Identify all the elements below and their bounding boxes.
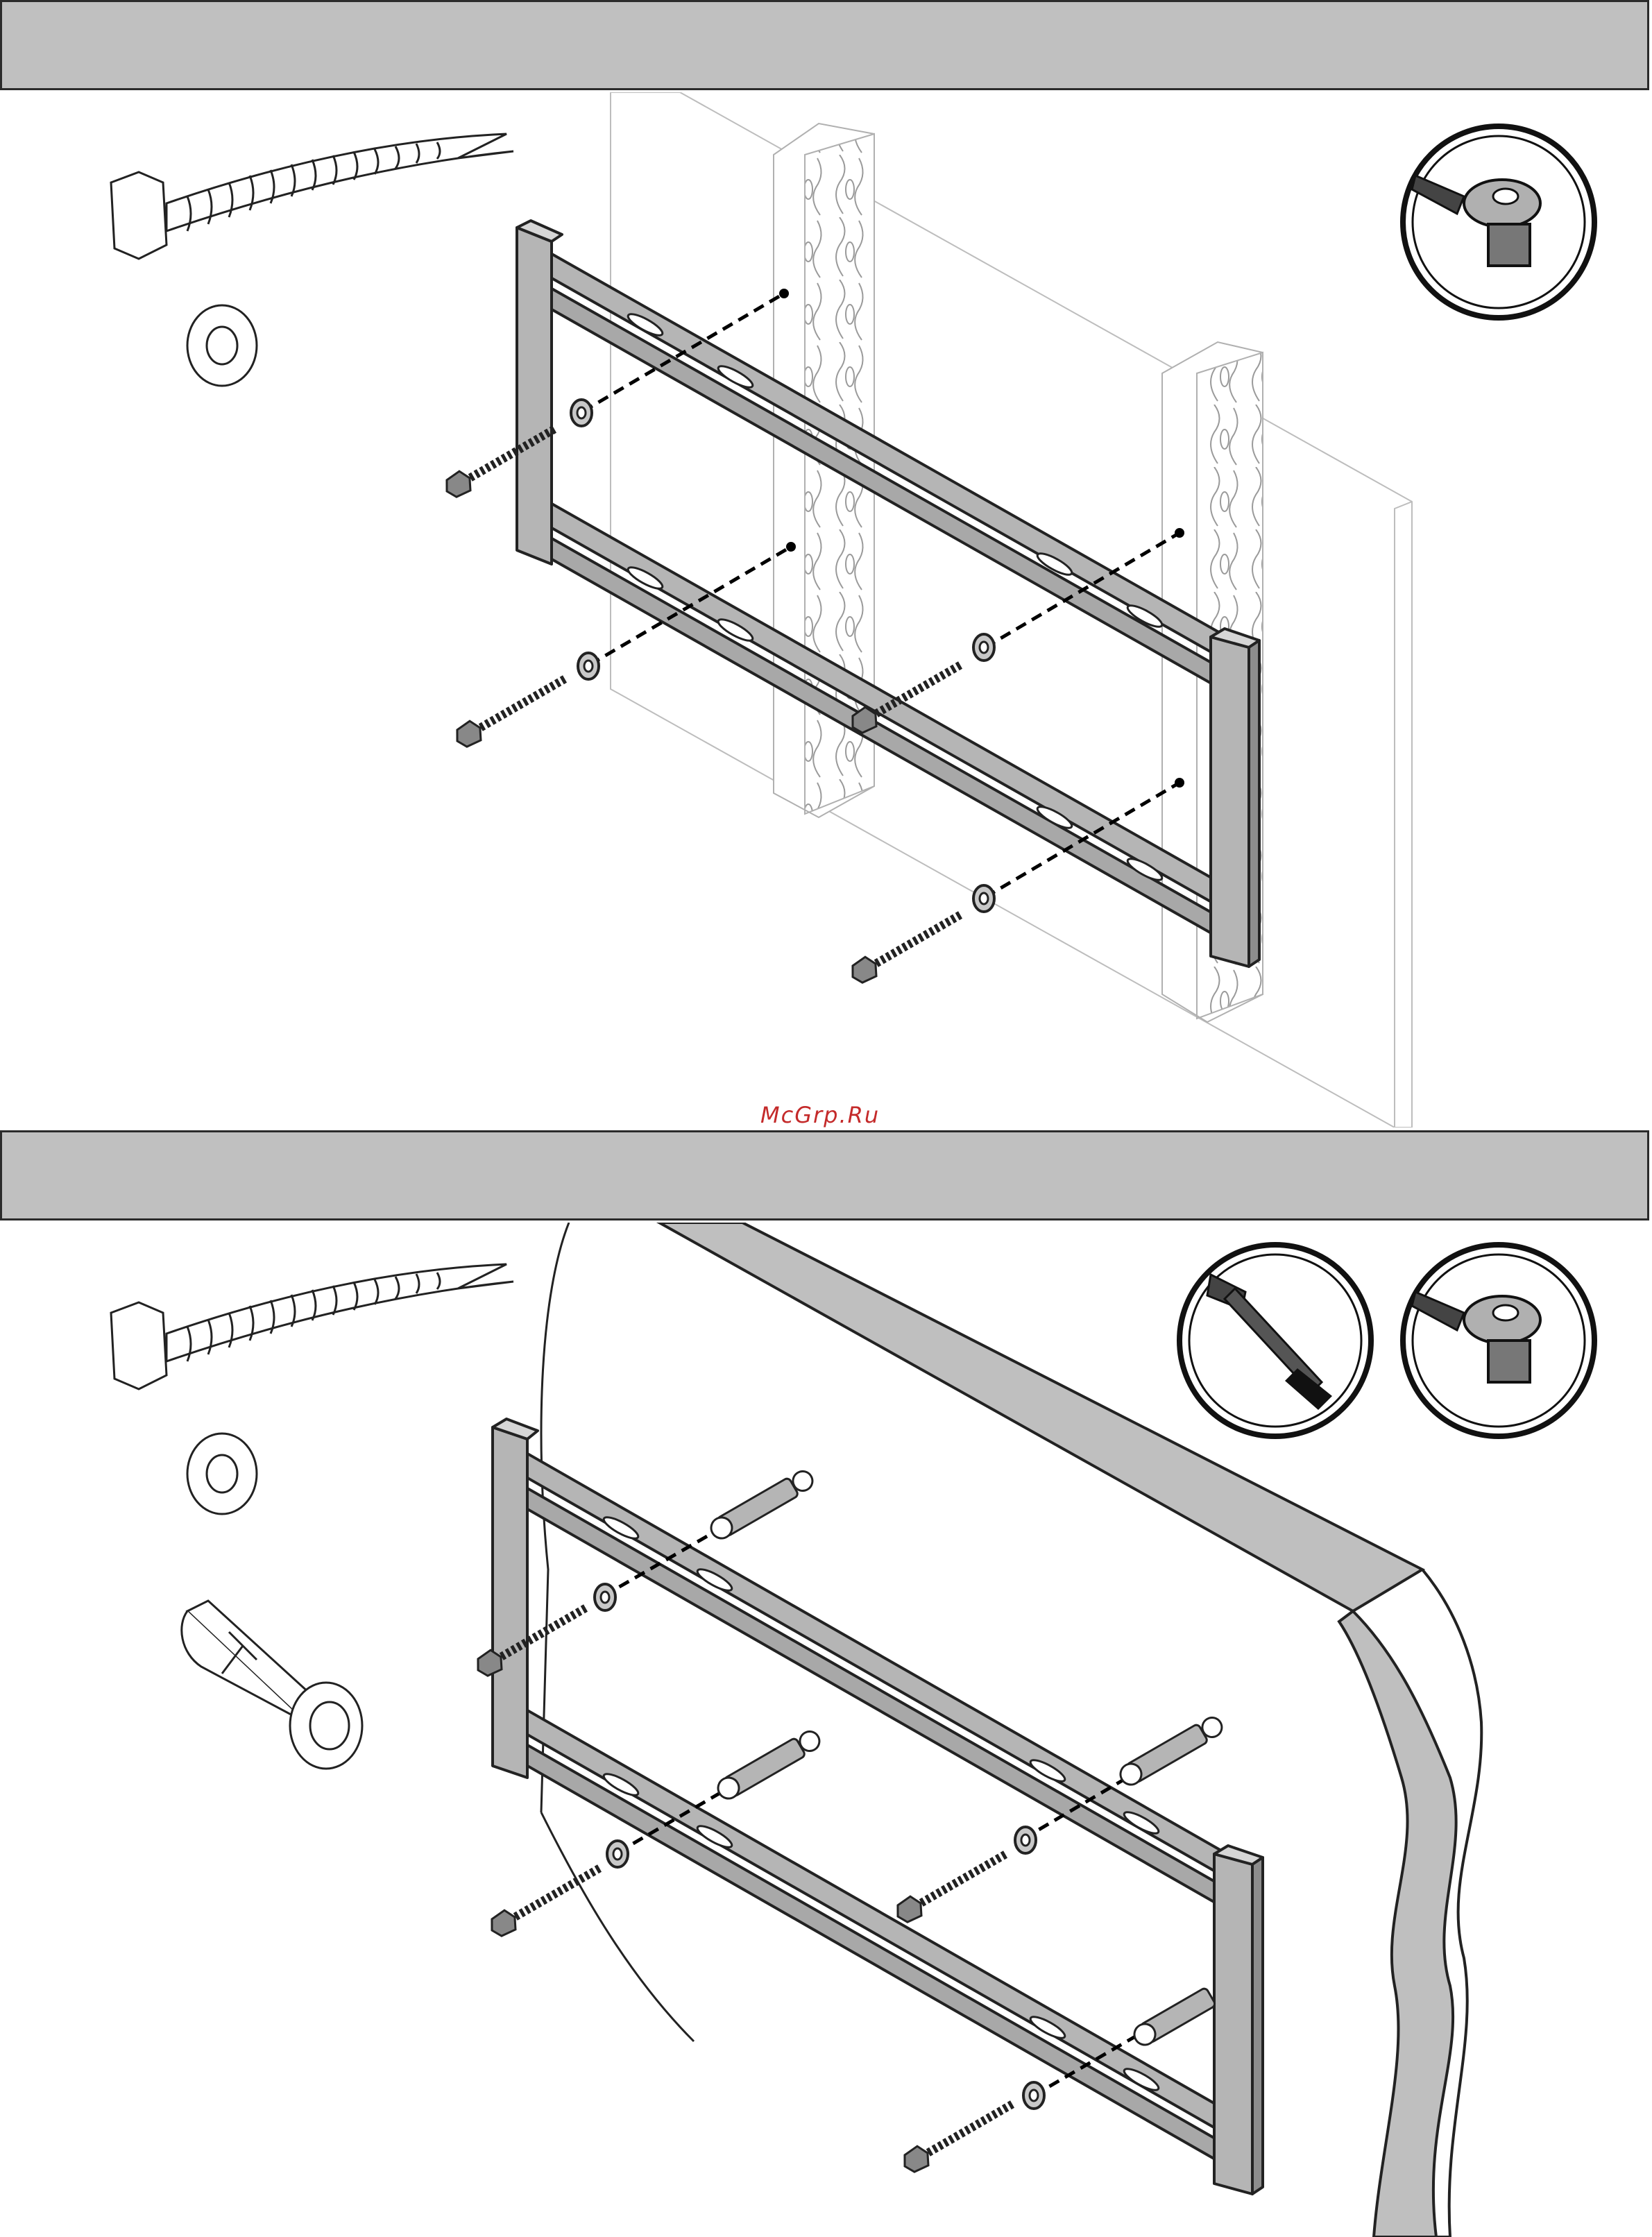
step-header-bar-wood: [0, 0, 1649, 90]
washer-icon: [187, 305, 257, 386]
lag-bolt-icon: [111, 134, 513, 259]
watermark-text: McGrp.Ru: [760, 1102, 880, 1128]
concrete-wall-mounting-illustration: [0, 1223, 1652, 2237]
washer-icon: [187, 1434, 257, 1514]
socket-wrench-icon: [1403, 126, 1594, 318]
step-header-bar-concrete: [0, 1130, 1649, 1220]
hammer-icon: [1180, 1245, 1371, 1436]
lag-bolt-icon: [111, 1264, 513, 1389]
socket-wrench-icon: [1403, 1245, 1594, 1436]
wood-stud-mounting-illustration: [0, 92, 1652, 1128]
wall-anchor-icon: [182, 1601, 362, 1769]
wall-bracket: [517, 221, 1259, 967]
